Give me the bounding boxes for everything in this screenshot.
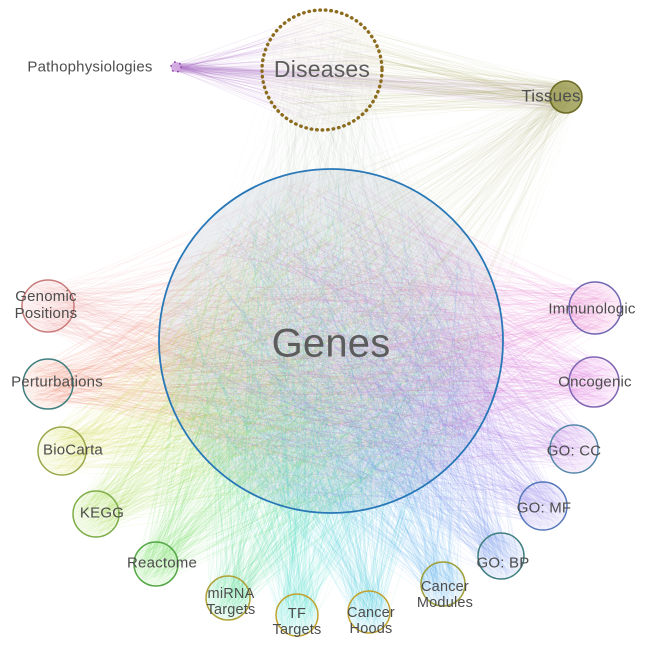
node-tissues[interactable] xyxy=(549,80,583,114)
edge-bundle-oncogenic-genes xyxy=(172,181,617,494)
node-genes[interactable] xyxy=(158,168,504,514)
node-mirna_targets[interactable] xyxy=(205,575,251,621)
edge-bundle-genomic_positions-genes xyxy=(25,181,494,494)
edge-bundle-perturbations-genes xyxy=(25,179,494,491)
node-cancer_modules[interactable] xyxy=(420,561,466,607)
edge-bundle-tissues-genes xyxy=(167,81,580,496)
edge-bundle-go_bp-genes xyxy=(168,190,523,579)
node-underlay-genes xyxy=(159,169,503,513)
edge-bundle-reactome-genes xyxy=(136,182,493,585)
edge-bundle-cancer_modules-genes xyxy=(172,192,493,605)
node-underlays xyxy=(159,169,503,513)
node-cancer_hoods[interactable] xyxy=(347,590,391,634)
node-genomic_positions[interactable] xyxy=(21,279,75,333)
node-tf_targets[interactable] xyxy=(275,593,319,637)
edge-bundle-cancer_hoods-genes xyxy=(174,182,494,632)
node-pathophysiologies[interactable] xyxy=(170,61,182,73)
edge-bundle-diseases-genes xyxy=(171,13,491,498)
node-kegg[interactable] xyxy=(72,490,120,538)
node-go_bp[interactable] xyxy=(477,532,525,580)
edge-bundle-go_cc-genes xyxy=(173,185,596,503)
node-immunologic[interactable] xyxy=(568,281,622,335)
node-go_cc[interactable] xyxy=(549,424,599,474)
node-go_mf[interactable] xyxy=(518,481,568,531)
edge-bundle-kegg-genes xyxy=(74,188,494,535)
edge-bundle-tissues-diseases xyxy=(267,15,580,125)
edge-bundle-go_mf-genes xyxy=(181,189,566,528)
node-oncogenic[interactable] xyxy=(568,356,620,408)
edge-bundle-tf_targets-genes xyxy=(169,194,480,635)
node-reactome[interactable] xyxy=(133,541,179,587)
edge-bundle-mirna_targets-genes xyxy=(176,178,489,619)
nodes-layer xyxy=(21,8,622,637)
edge-bundle-pathophysiologies-tissues xyxy=(171,62,581,111)
edge-bundle-biocarta-genes xyxy=(40,179,493,486)
node-diseases[interactable] xyxy=(260,8,384,132)
node-biocarta[interactable] xyxy=(37,426,87,476)
node-perturbations[interactable] xyxy=(22,358,74,410)
edge-bundles xyxy=(25,13,620,635)
